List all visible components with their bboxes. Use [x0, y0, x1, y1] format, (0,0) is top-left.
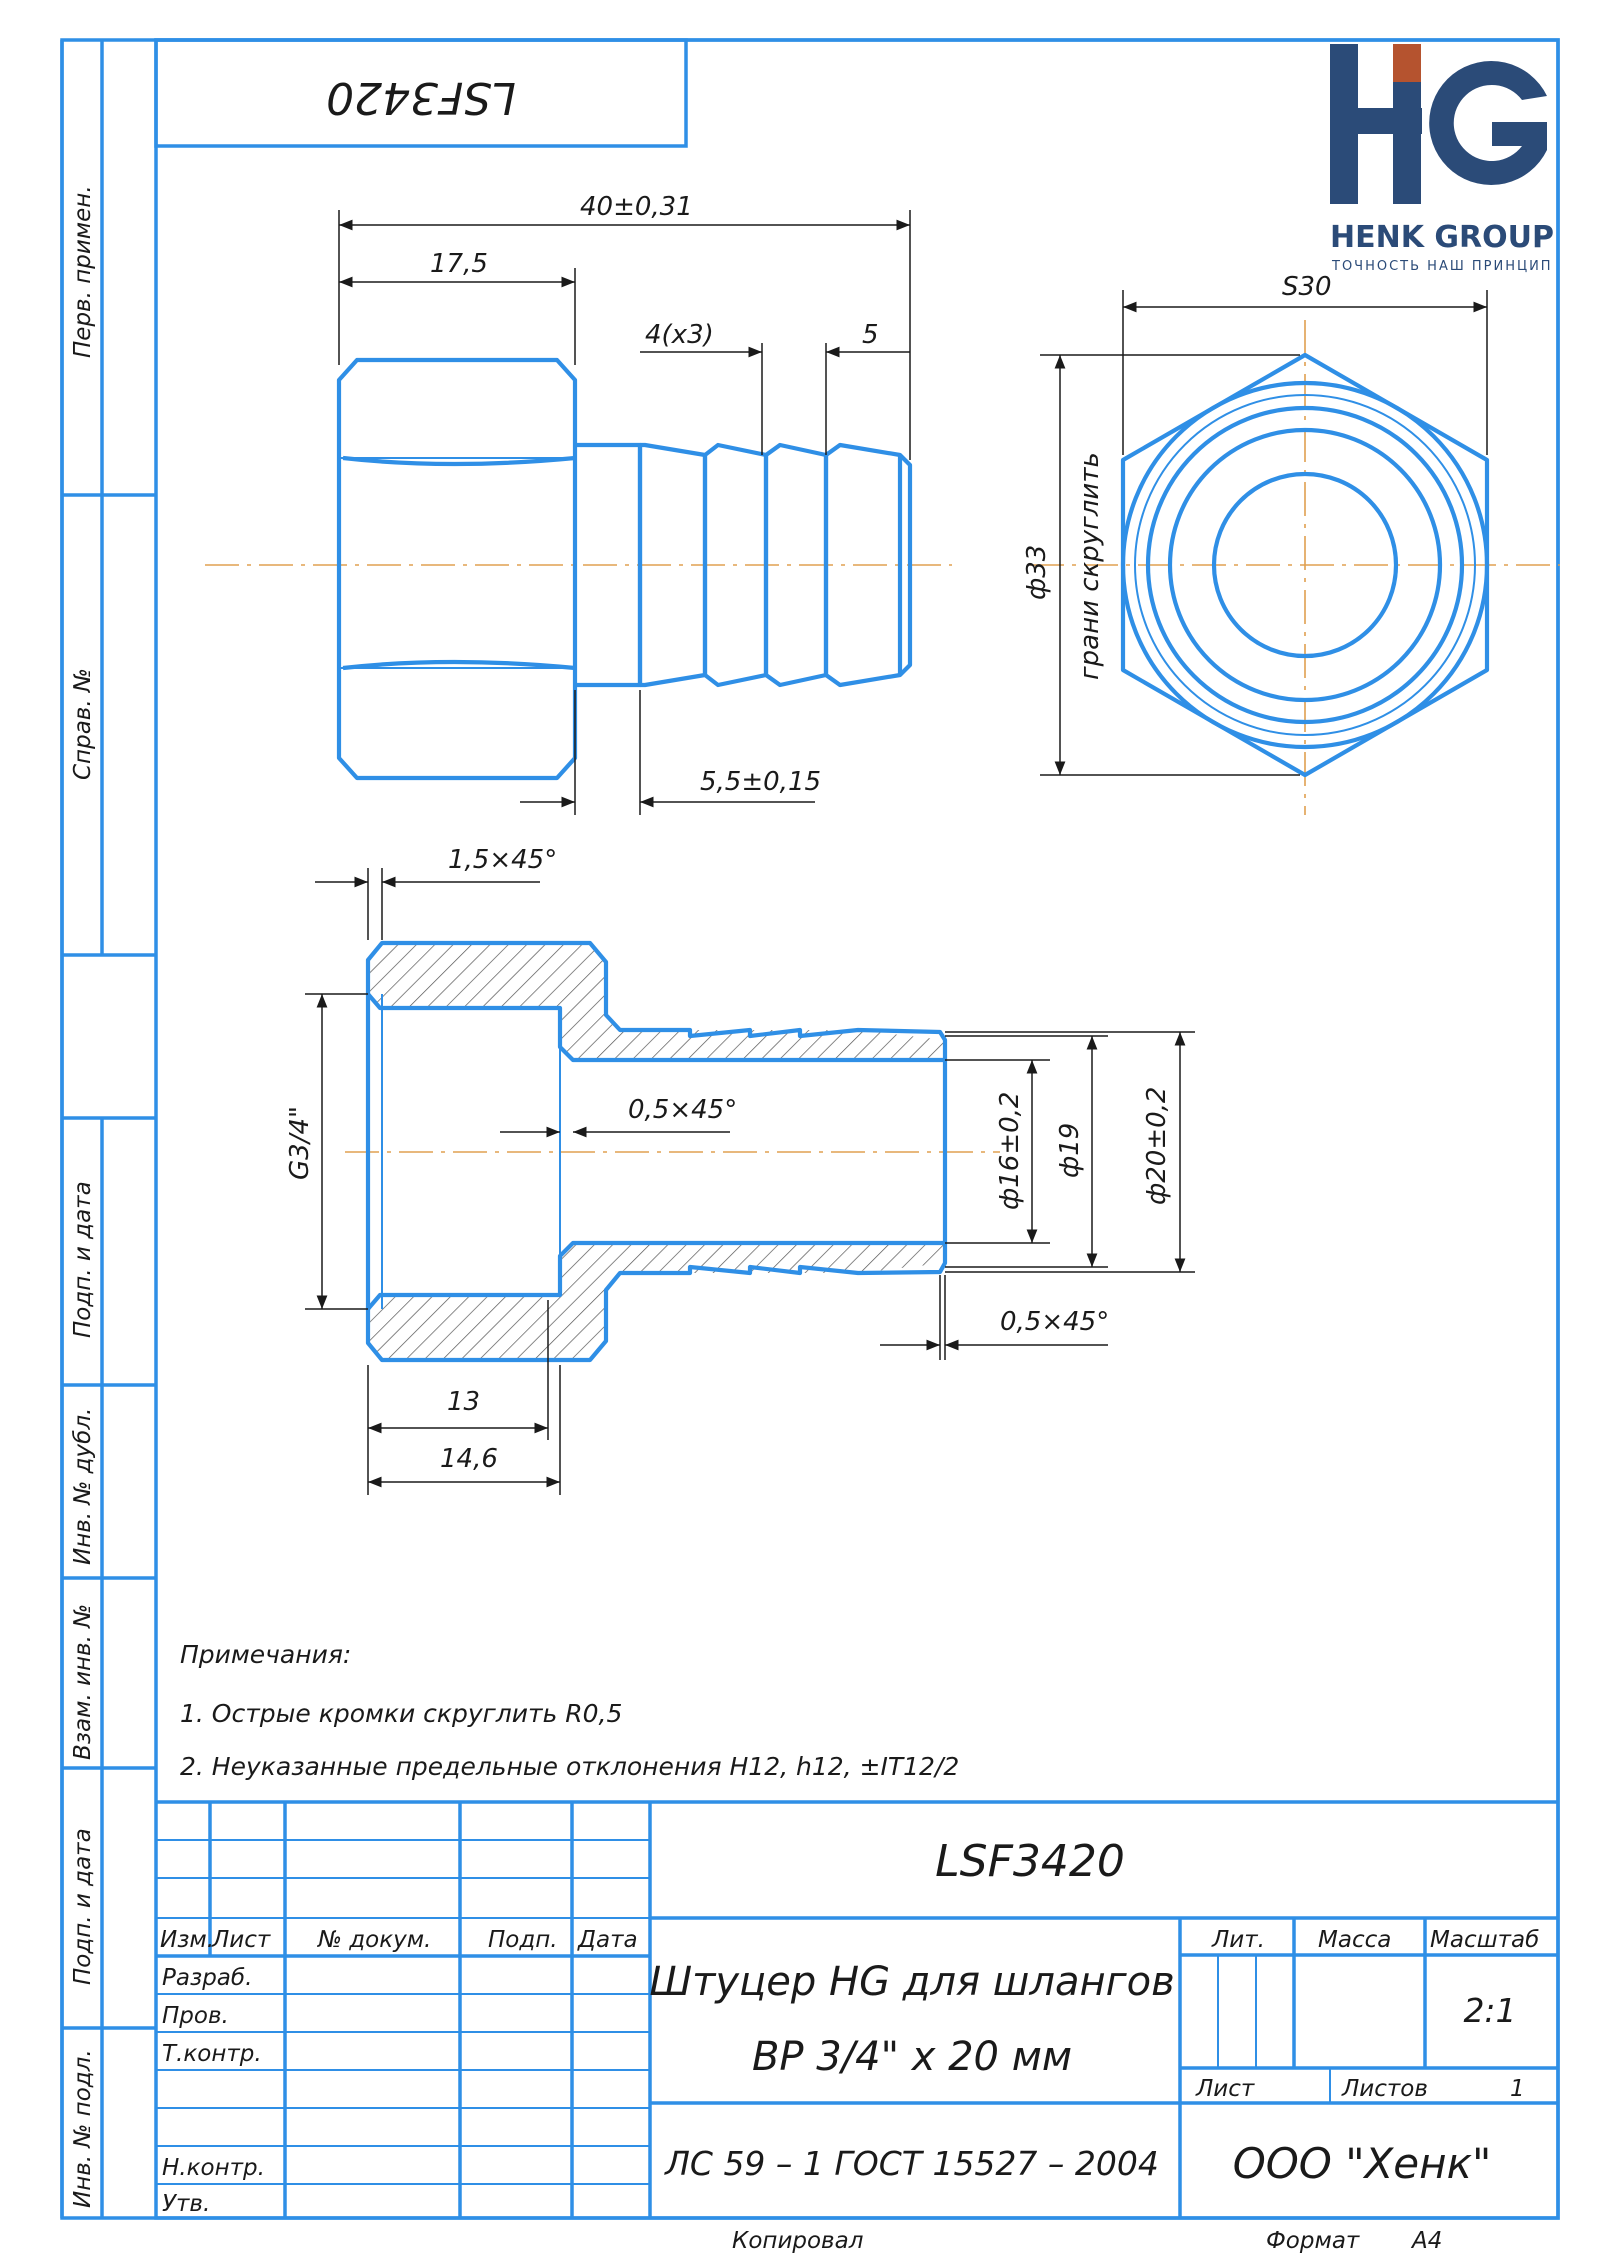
dim-chamfer-inner: 0,5×45°	[628, 1095, 737, 1125]
stamp-masshtab: Масштаб	[1430, 1927, 1539, 1953]
dim-across-flats: S30	[1282, 272, 1332, 302]
stamp-doc: № докум.	[316, 1927, 431, 1953]
bottom-caption: Копировал Формат А4	[732, 2228, 1442, 2254]
label-podp-data-bottom: Подп. и дата	[70, 1828, 96, 1985]
dim-chamfer-outer: 1,5×45°	[448, 845, 557, 875]
dim-d20: ф20±0,2	[1142, 1087, 1172, 1205]
dim-neck: 5,5±0,15	[700, 767, 821, 797]
label-inv-dubl: Инв. № дубл.	[70, 1408, 96, 1565]
title-line-2: ВР 3/4" х 20 мм	[752, 2034, 1072, 2080]
dim-rib-pitch: 4(x3)	[645, 320, 714, 350]
label-sprav-no: Справ. №	[70, 668, 96, 780]
section-view	[345, 940, 1000, 1363]
dim-edge-note: грани скруглить	[1075, 452, 1105, 680]
stamp-listov: Листов	[1341, 2076, 1428, 2102]
note-2: 2. Неуказанные предельные отклонения Н12…	[180, 1752, 959, 1781]
henk-group-logo: HENK GROUP ТОЧНОСТЬ НАШ ПРИНЦИП	[1330, 44, 1554, 274]
stamp-utv: Утв.	[162, 2191, 210, 2217]
notes-block: Примечания: 1. Острые кромки скруглить R…	[180, 1640, 959, 1781]
stamp-podp: Подп.	[488, 1927, 558, 1953]
material-spec: ЛС 59 – 1 ГОСТ 15527 – 2004	[664, 2144, 1159, 2183]
stamp-massa: Масса	[1318, 1927, 1391, 1953]
logo-slogan: ТОЧНОСТЬ НАШ ПРИНЦИП	[1331, 259, 1553, 274]
company-name: ООО "Хенк"	[1233, 2139, 1492, 2188]
dim-depth-13: 13	[447, 1387, 480, 1417]
label-vzam-inv: Взам. инв. №	[70, 1604, 96, 1760]
sheets-count: 1	[1510, 2076, 1525, 2102]
stamp-list: Лист	[211, 1927, 271, 1953]
stamp-lit: Лит.	[1211, 1927, 1265, 1953]
scale-value: 2:1	[1463, 1991, 1516, 2030]
stamp-list-2: Лист	[1195, 2076, 1255, 2102]
caption-format: Формат	[1266, 2228, 1360, 2254]
side-labels: Перв. примен. Справ. № Подп. и дата Инв.…	[70, 185, 96, 2208]
stamp-razrab: Разраб.	[162, 1965, 252, 1991]
stamp-nkontr: Н.контр.	[162, 2155, 265, 2181]
stamp-data: Дата	[577, 1927, 638, 1953]
dim-rib-end: 5	[862, 320, 879, 350]
title-drawing-code: LSF3420	[935, 1836, 1125, 1887]
dim-total-length: 40±0,31	[580, 192, 693, 222]
title-block: Изм. Лист № докум. Подп. Дата Разраб. Пр…	[156, 1800, 1558, 2218]
mirrored-code-box: LSF3420	[154, 38, 688, 148]
side-view-dimensions: 40±0,31 17,5 4(x3) 5 5,5±0,15	[338, 192, 911, 815]
stamp-tkontr: Т.контр.	[162, 2041, 262, 2067]
sheet-frame	[60, 38, 1560, 2220]
stamp-prov: Пров.	[162, 2003, 229, 2029]
dim-depth-14-6: 14,6	[440, 1444, 498, 1474]
label-podp-data-top: Подп. и дата	[70, 1181, 96, 1338]
mirrored-drawing-code: LSF3420	[326, 72, 516, 123]
logo-name: HENK GROUP	[1330, 220, 1554, 255]
stamp-izm: Изм.	[160, 1927, 214, 1953]
label-inv-podl: Инв. № подл.	[70, 2049, 96, 2208]
dim-thread: G3/4"	[285, 1106, 315, 1180]
note-1: 1. Острые кромки скруглить R0,5	[180, 1699, 622, 1728]
dim-chamfer-end: 0,5×45°	[1000, 1307, 1109, 1337]
label-perv-primen: Перв. примен.	[70, 185, 96, 358]
end-view	[1030, 320, 1560, 815]
caption-kopiroval: Копировал	[732, 2228, 864, 2254]
caption-format-value: А4	[1410, 2228, 1442, 2254]
section-view-dimensions: 1,5×45° G3/4" 0,5×45° ф16±0,2 ф19 ф20±0,…	[285, 845, 1195, 1495]
dim-hex-length: 17,5	[430, 249, 488, 279]
end-view-dimensions: S30 ф33 грани скруглить	[1022, 272, 1488, 776]
dim-d19: ф19	[1055, 1123, 1085, 1178]
dim-across-corners: ф33	[1022, 545, 1052, 600]
side-view	[205, 357, 952, 781]
notes-heading: Примечания:	[180, 1640, 351, 1669]
dim-bore: ф16±0,2	[995, 1092, 1025, 1210]
title-line-1: Штуцер HG для шлангов	[649, 1959, 1174, 2005]
